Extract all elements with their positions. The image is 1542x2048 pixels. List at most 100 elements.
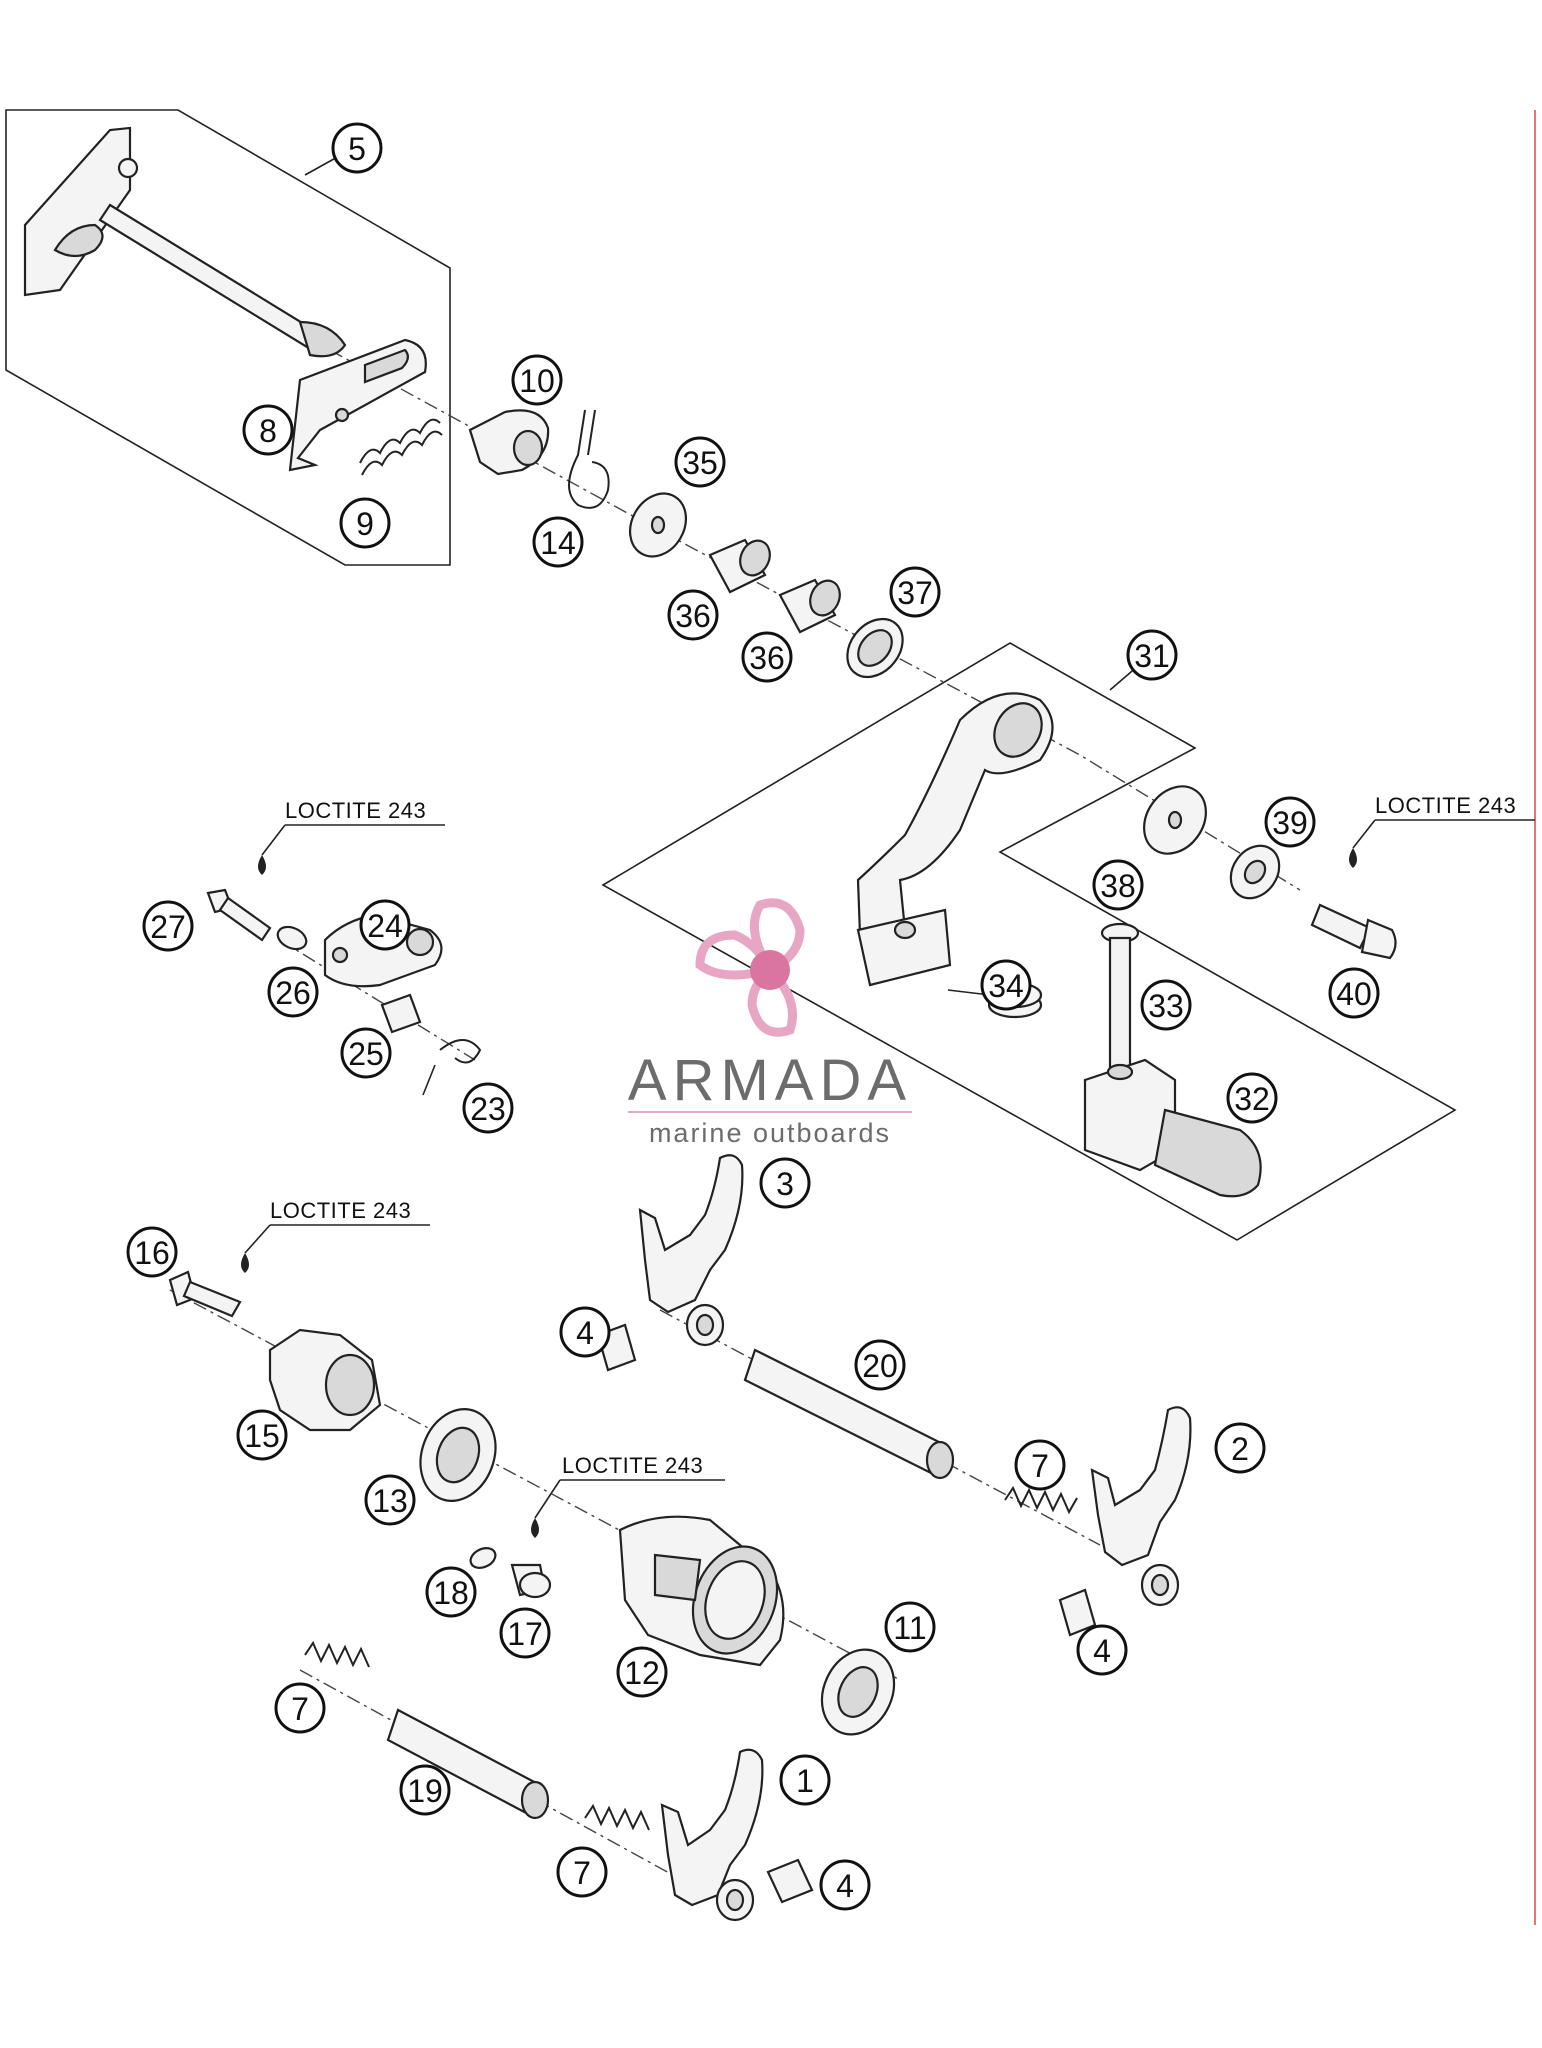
callout-39: 39 [1264, 796, 1316, 848]
callout-circle [462, 1082, 514, 1134]
callout-circle [331, 122, 383, 174]
callout-circle [236, 1409, 288, 1461]
loctite-drop-16 [241, 1224, 430, 1273]
callout-25: 25 [340, 1027, 392, 1079]
callout-number: 3 [776, 1166, 794, 1202]
callout-circle [1076, 1624, 1128, 1676]
callout-circle [359, 899, 411, 951]
shift-lever [856, 692, 1054, 987]
needle-bearing-2 [778, 578, 841, 634]
callout-7: 7 [274, 1682, 326, 1734]
axis-gear-cluster [279, 939, 476, 1061]
callout-circle [274, 1682, 326, 1734]
shift-plate [288, 338, 427, 472]
callout-7: 7 [556, 1846, 608, 1898]
shift-drum-star-15 [268, 1328, 382, 1432]
callout-circle [1014, 1439, 1066, 1491]
callout-circle [339, 497, 391, 549]
lever-tip-32 [1083, 1058, 1262, 1198]
washer-35 [628, 492, 688, 558]
callout-16: 16 [126, 1226, 178, 1278]
fork-pin-right [1058, 1588, 1097, 1637]
loctite-label-17: LOCTITE 243 [562, 1453, 703, 1478]
callout-number: 39 [1272, 805, 1308, 841]
shift-fork-2 [1090, 1406, 1192, 1607]
callout-number: 7 [291, 1691, 309, 1727]
callout-circle [559, 1306, 611, 1358]
fork-pin-lower [766, 1858, 814, 1904]
callout-circle [1264, 796, 1316, 848]
callout-circle [242, 404, 294, 456]
callout-13: 13 [364, 1474, 416, 1526]
callout-4: 4 [559, 1306, 611, 1358]
callout-5: 5 [331, 122, 383, 174]
callout-40: 40 [1328, 967, 1380, 1019]
callout-number: 31 [1134, 638, 1170, 674]
callout-14: 14 [532, 516, 584, 568]
shift-shaft [23, 126, 347, 358]
callout-number: 13 [372, 1483, 408, 1519]
callout-circle [364, 1474, 416, 1526]
brand-tagline: marine outboards [649, 1118, 891, 1148]
callout-number: 10 [519, 363, 555, 399]
callout-number: 17 [507, 1616, 543, 1652]
pivot-pin-33 [1100, 922, 1140, 1082]
callout-number: 33 [1148, 988, 1184, 1024]
fork-rail-20 [743, 1348, 955, 1480]
callout-number: 35 [682, 445, 718, 481]
callout-1: 1 [779, 1754, 831, 1806]
callout-number: 4 [1093, 1633, 1111, 1669]
callout-38: 38 [1092, 859, 1144, 911]
callout-36: 36 [741, 631, 793, 683]
detent-washer-18 [469, 1547, 497, 1569]
callout-circle [425, 1566, 477, 1618]
callout-19: 19 [399, 1764, 451, 1816]
shift-fork-1 [660, 1748, 764, 1922]
callout-number: 24 [367, 908, 403, 944]
callout-number: 26 [275, 975, 311, 1011]
brand-name: ARMADA [628, 1048, 912, 1113]
callout-number: 36 [675, 598, 711, 634]
shift-fork-3 [638, 1154, 744, 1347]
callout-number: 5 [348, 131, 366, 167]
callout-number: 40 [1336, 976, 1372, 1012]
armada-logo: ARMADA marine outboards [628, 898, 912, 1148]
fork-rail-19 [386, 1708, 550, 1820]
callout-8: 8 [242, 404, 294, 456]
callout-23: 23 [462, 1082, 514, 1134]
callout-circle [1214, 1422, 1266, 1474]
washer-38 [1143, 785, 1207, 855]
plate-spring [359, 418, 443, 476]
callout-number: 38 [1100, 868, 1136, 904]
callout-circle [1328, 967, 1380, 1019]
callout-circle [1226, 1072, 1278, 1124]
callout-11: 11 [884, 1601, 936, 1653]
callout-7: 7 [1014, 1439, 1066, 1491]
detent-assembly [206, 888, 482, 1096]
callout-circle [616, 1646, 668, 1698]
callout-circle [741, 631, 793, 683]
callout-number: 4 [836, 1868, 854, 1904]
callout-10: 10 [511, 354, 563, 406]
callout-circle [267, 966, 319, 1018]
callout-circle [142, 900, 194, 952]
bearing-11 [820, 1648, 896, 1736]
callout-number: 20 [862, 1348, 898, 1384]
callout-number: 8 [259, 413, 277, 449]
callout-number: 15 [244, 1418, 280, 1454]
callout-layer: 1234589101112131415161718192023242526273… [126, 122, 1380, 1911]
callout-circle [854, 1339, 906, 1391]
callout-number: 25 [348, 1036, 384, 1072]
shift-lever-frame [601, 642, 1457, 1241]
callout-number: 32 [1234, 1081, 1270, 1117]
callout-circle [779, 1754, 831, 1806]
callout-circle [1126, 629, 1178, 681]
callout-circle [674, 436, 726, 488]
return-spring [568, 409, 610, 509]
callout-number: 23 [470, 1091, 506, 1127]
callout-number: 14 [540, 525, 576, 561]
callout-number: 7 [1031, 1448, 1049, 1484]
callout-2: 2 [1214, 1422, 1266, 1474]
callout-number: 34 [988, 968, 1024, 1004]
